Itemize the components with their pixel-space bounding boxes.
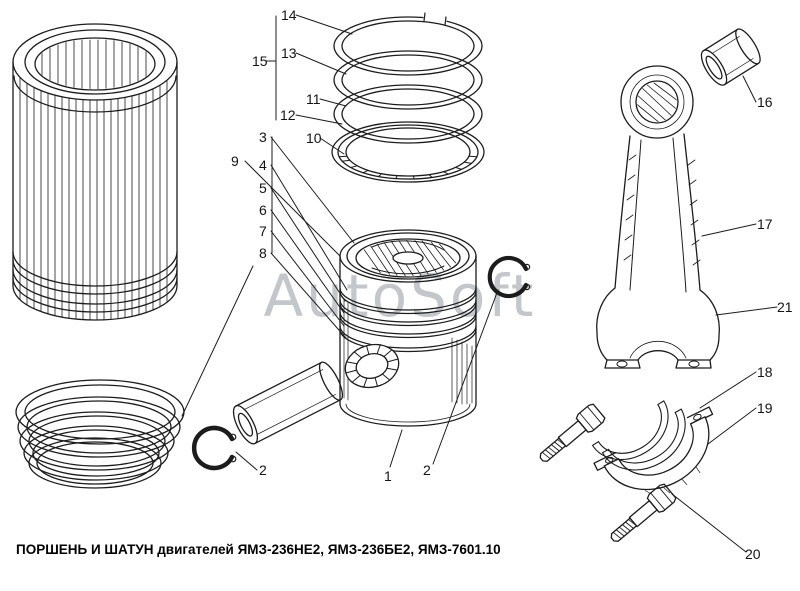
part-label-16: 16 — [757, 94, 773, 110]
oil-scraper-ring — [331, 121, 485, 183]
connecting-rod — [596, 65, 720, 369]
piston-pin — [232, 361, 344, 445]
part-label-18: 18 — [757, 364, 773, 380]
bearing-shells-and-cap — [591, 400, 714, 495]
part-label-10: 10 — [306, 130, 322, 146]
caption: ПОРШЕНЬ И ШАТУН двигателей ЯМЗ-236НЕ2, Я… — [16, 542, 501, 557]
part-label-9: 9 — [231, 153, 239, 169]
cylinder-liner — [12, 23, 178, 321]
snap-ring-left — [191, 425, 237, 471]
part-label-2-left: 2 — [259, 462, 267, 478]
compression-rings — [333, 12, 483, 144]
part-label-21: 21 — [777, 299, 793, 315]
part-label-1: 1 — [384, 468, 392, 484]
small-end-bushing — [700, 28, 761, 86]
part-label-6: 6 — [259, 202, 267, 218]
part-label-2-right: 2 — [423, 462, 431, 478]
part-label-14: 14 — [281, 7, 297, 23]
piston — [339, 229, 477, 427]
rod-bolt-lower — [610, 483, 677, 542]
part-label-19: 19 — [757, 400, 773, 416]
piston-pin-bore — [344, 343, 400, 389]
snap-ring-right — [487, 255, 531, 299]
piston-ring-set-stack — [15, 379, 185, 489]
part-label-15: 15 — [252, 53, 268, 69]
part-label-7: 7 — [259, 223, 267, 239]
leader-lines — [181, 14, 778, 553]
part-label-12: 12 — [280, 107, 296, 123]
part-label-20: 20 — [745, 546, 761, 562]
part-label-13: 13 — [281, 45, 297, 61]
part-label-8: 8 — [259, 245, 267, 261]
part-label-17: 17 — [757, 216, 773, 232]
rod-bolts — [539, 403, 677, 542]
part-label-3: 3 — [259, 129, 267, 145]
rod-bolt-upper — [539, 403, 606, 462]
part-label-11: 11 — [306, 91, 321, 107]
part-label-5: 5 — [259, 180, 267, 196]
part-label-4: 4 — [259, 157, 267, 173]
